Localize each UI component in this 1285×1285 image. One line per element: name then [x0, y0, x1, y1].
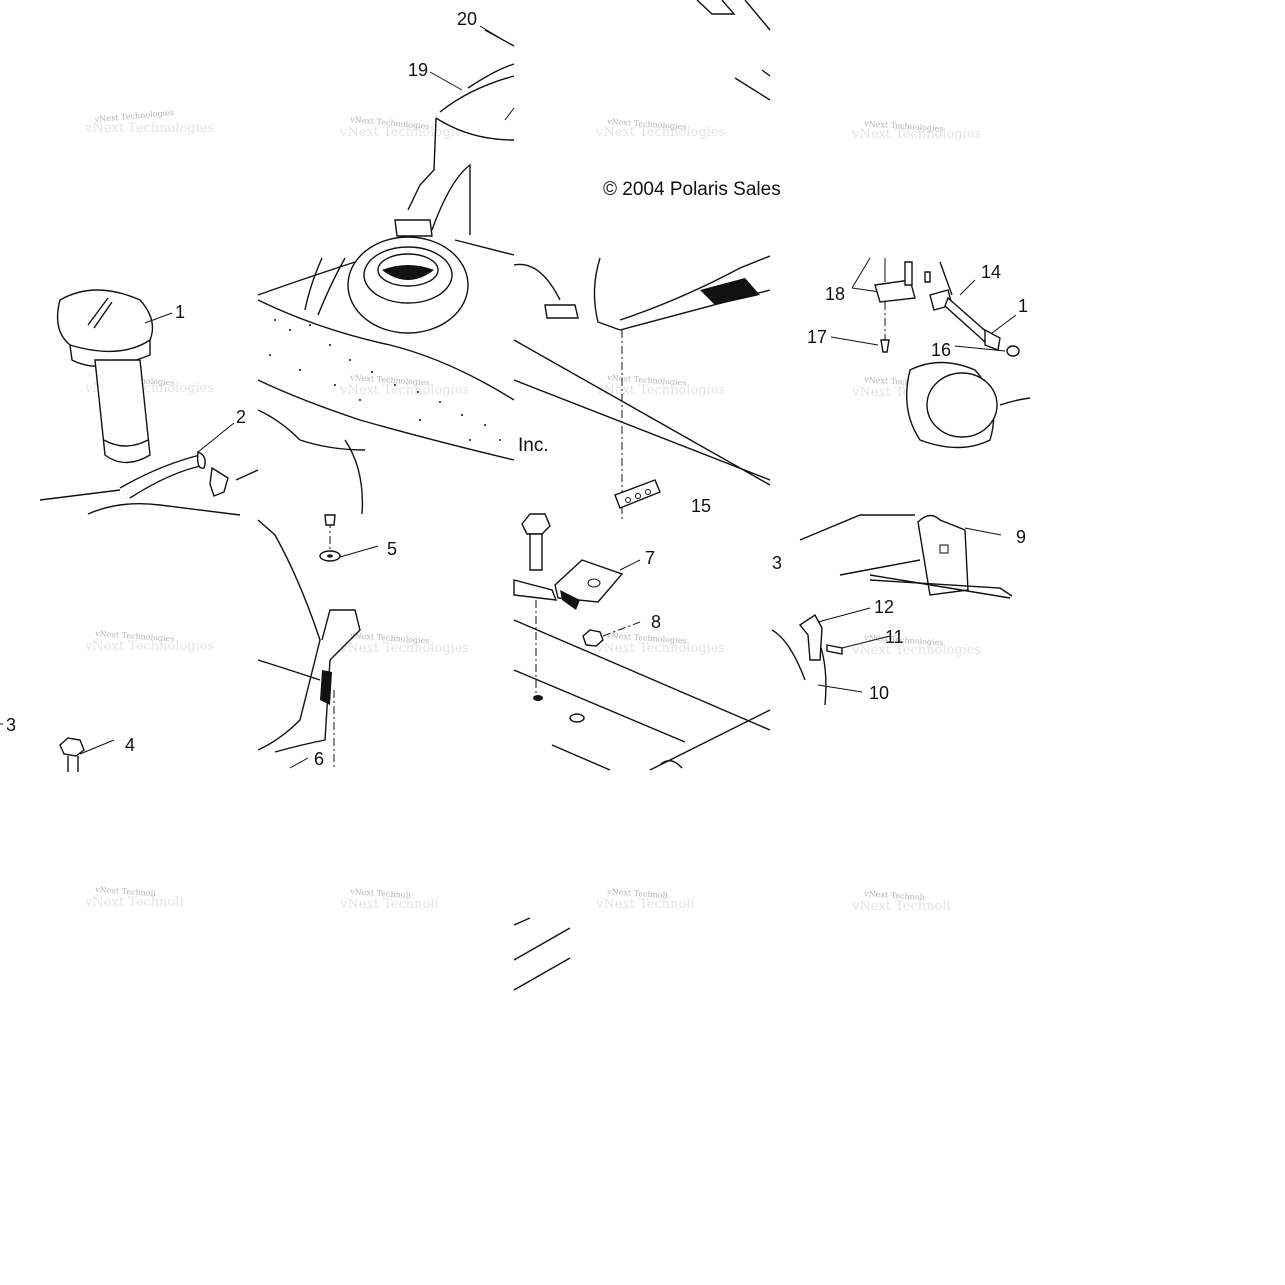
- callout-11: 11: [885, 627, 904, 647]
- watermark: vNext Technoli: [94, 885, 157, 898]
- callout-leaders: [0, 25, 501, 725]
- tile-tank-neck: [257, 236, 515, 515]
- callout-15: 15: [691, 496, 711, 516]
- tile-left-mount: [59, 737, 115, 772]
- callout-1-fuel-cap: 1: [175, 302, 185, 322]
- watermark-layer: vNext Technologies vNext Technologies vN…: [84, 108, 981, 914]
- washer: [1006, 345, 1020, 357]
- callout-3-left: 3: [6, 715, 16, 735]
- callout-20: 20: [457, 9, 477, 29]
- watermark-shadow: vNext Technoli: [595, 897, 695, 912]
- tile-frame-clamp: [771, 514, 1013, 706]
- callout-9: 9: [1016, 527, 1026, 547]
- tile-bottom-lines: [513, 917, 571, 991]
- tile-fuel-valve: [830, 257, 1031, 449]
- valve-screw: [880, 339, 890, 353]
- tile-seat-top: [394, 29, 515, 256]
- watermark-shadow: vNext Technologies: [595, 641, 725, 656]
- watermark-shadow: vNext Technologies: [84, 639, 214, 654]
- frame-bracket: [917, 514, 969, 596]
- watermark-shadow: vNext Technologies: [339, 125, 469, 140]
- foam-texture: [269, 319, 501, 441]
- callout-14: 14: [981, 262, 1001, 282]
- bracket-bolt-head: [521, 513, 551, 535]
- watermark-shadow: vNext Technologies: [339, 641, 469, 656]
- hose-fitting: [209, 466, 229, 497]
- watermark-shadow: vNext Technoli: [851, 899, 951, 914]
- watermark-shadow: vNext Technoli: [339, 897, 439, 912]
- tile-washer: [257, 514, 379, 770]
- watermark-shadow: vNext Technologies: [595, 125, 725, 140]
- tile-tank-side: [513, 255, 771, 520]
- callout-4: 4: [125, 735, 135, 755]
- callout-1-valve: 1: [1018, 296, 1028, 316]
- watermark-shadow: vNext Technologies: [339, 383, 469, 398]
- watermark-shadow: vNext Technologies: [84, 121, 214, 136]
- copyright-line-1: © 2004 Polaris Sales: [603, 179, 781, 200]
- callout-3-frame: 3: [772, 553, 782, 573]
- callout-19: 19: [408, 60, 428, 80]
- callout-12: 12: [874, 597, 894, 617]
- callout-17: 17: [807, 327, 827, 347]
- callout-16: 16: [931, 340, 951, 360]
- callout-2: 2: [236, 407, 246, 427]
- watermark-shadow: vNext Technologies: [595, 383, 725, 398]
- callout-6: 6: [314, 749, 324, 769]
- callout-7: 7: [645, 548, 655, 568]
- clamp: [798, 613, 823, 661]
- watermark-shadow: vNext Technologies: [851, 127, 981, 142]
- tile-fuel-cap: [39, 289, 259, 516]
- watermark: vNext Technoli: [349, 887, 412, 900]
- fuel-cap: [56, 289, 154, 353]
- copyright-line-2: Inc.: [518, 435, 549, 456]
- callout-leader: [144, 312, 173, 324]
- watermark-shadow: vNext Technoli: [84, 895, 184, 910]
- watermark-shadow: vNext Technologies: [851, 643, 981, 658]
- mount-bolt: [59, 737, 85, 757]
- callout-labels: 20 19 1 2 1 14 18 17 16 15 5 7 8 9 3 12 …: [6, 9, 1028, 769]
- callout-18: 18: [825, 284, 845, 304]
- tile-top-partial: [696, 0, 771, 101]
- callout-5: 5: [387, 539, 397, 559]
- callout-8: 8: [651, 612, 661, 632]
- watermark: vNext Technoli: [606, 887, 669, 900]
- watermark: vNext Technoli: [863, 889, 926, 902]
- callout-10: 10: [869, 683, 889, 703]
- tile-bracket: [513, 513, 771, 771]
- bracket-nut: [582, 629, 604, 647]
